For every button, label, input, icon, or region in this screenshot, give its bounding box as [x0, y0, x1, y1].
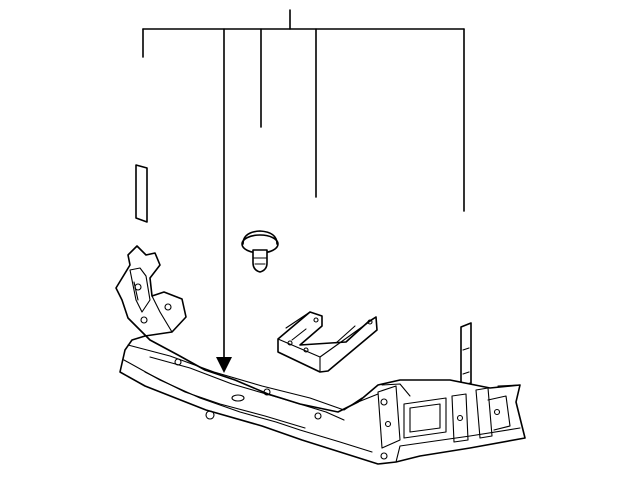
callout-leaders	[142, 9, 465, 373]
mounting-bracket	[277, 311, 378, 373]
left-strip-bracket	[135, 164, 148, 223]
radiator-support-assembly	[115, 245, 526, 465]
right-strip-bracket	[460, 322, 472, 387]
leader-arrowhead	[216, 357, 232, 373]
push-pin-retainer	[241, 230, 279, 273]
